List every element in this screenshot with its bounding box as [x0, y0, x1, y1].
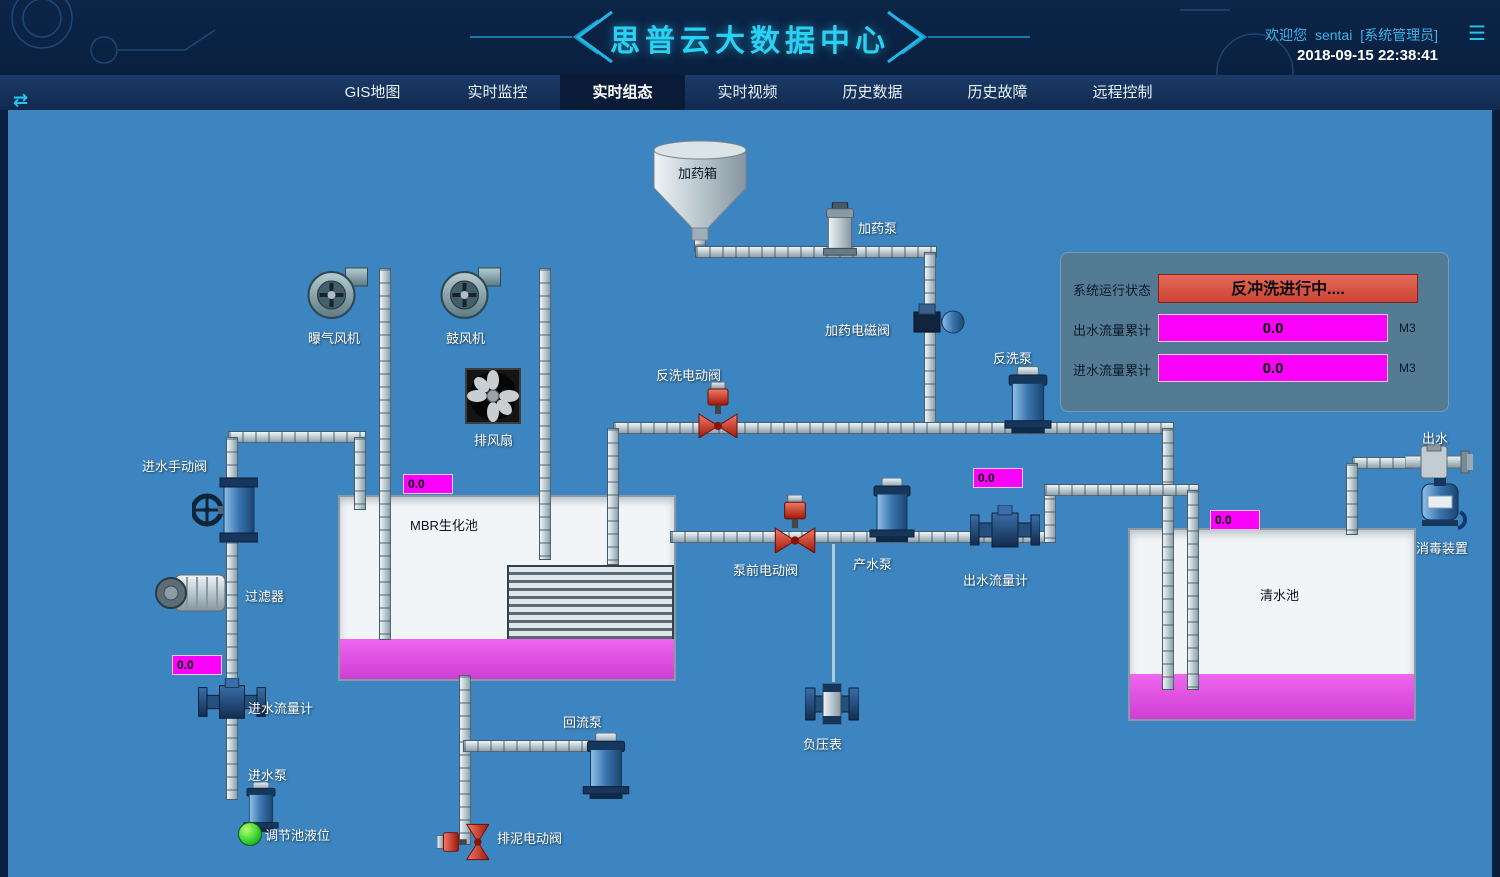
sludge-valve-icon — [437, 817, 489, 867]
disinfection-device-label: 消毒装置 — [1416, 541, 1469, 556]
aeration-blower-label: 曝气风机 — [308, 331, 361, 346]
inlet-manual-valve-icon — [192, 462, 258, 558]
pipe — [695, 246, 937, 258]
mbr-tank-label: MBR生化池 — [410, 518, 478, 533]
clean-tank-level-value: 0.0 — [1210, 510, 1260, 530]
mbr-level-value: 0.0 — [403, 474, 453, 494]
username: sentai — [1314, 27, 1353, 43]
dosing-tank-label: 加药箱 — [678, 166, 718, 181]
nav-tabs: GIS地图 实时监控 实时组态 实时视频 历史数据 历史故障 远程控制 — [310, 75, 1185, 110]
pipe — [1044, 484, 1199, 496]
tab-realtime-scada[interactable]: 实时组态 — [560, 75, 685, 110]
pipe — [354, 437, 366, 510]
vacuum-gauge-label: 负压表 — [803, 737, 843, 752]
sludge-valve-label: 排泥电动阀 — [497, 831, 563, 846]
system-status-display: 反冲洗进行中.... — [1158, 274, 1418, 303]
backwash-pump-icon — [1003, 365, 1053, 435]
page-title: 思普云大数据中心 — [610, 25, 890, 58]
tab-history-fault[interactable]: 历史故障 — [967, 84, 1028, 101]
pipe — [1162, 428, 1174, 690]
outflow-unit: M3 — [1399, 321, 1416, 335]
tab-realtime-monitor[interactable]: 实时监控 — [467, 84, 528, 101]
mbr-tank-liquid — [340, 639, 674, 679]
dosing-tank-icon — [652, 138, 748, 242]
clean-water-tank: 清水池 — [1128, 528, 1416, 721]
status-panel: 系统运行状态 反冲洗进行中.... 出水流量累计 0.0 M3 进水流量累计 0… — [1060, 252, 1449, 412]
pipe — [1187, 490, 1199, 690]
dosing-solenoid-valve-icon — [910, 302, 966, 338]
return-pump-label: 回流泵 — [563, 715, 603, 730]
membrane-module — [507, 565, 674, 643]
blower-label: 鼓风机 — [446, 331, 486, 346]
pipe — [226, 437, 238, 800]
product-pump-icon — [868, 478, 916, 542]
user-role: [系统管理员] — [1360, 27, 1438, 43]
dosing-pump-label: 加药泵 — [858, 221, 898, 236]
aeration-blower-icon — [305, 262, 370, 320]
outflow-total-value: 0.0 — [1158, 314, 1388, 342]
backwash-pump-label: 反洗泵 — [993, 351, 1033, 366]
outlet-flow-meter-label: 出水流量计 — [963, 573, 1029, 588]
pipe — [379, 268, 391, 640]
prepump-valve-icon — [770, 495, 820, 553]
collapse-arrows-icon[interactable]: ⇄ — [13, 90, 29, 110]
tab-remote-control[interactable]: 远程控制 — [1092, 84, 1153, 101]
backwash-valve-icon — [696, 382, 740, 438]
scada-canvas: MBR生化池 清水池 0.0 0.0 0.0 0.0 — [8, 110, 1492, 877]
pipe — [228, 431, 366, 443]
pipe — [539, 268, 551, 560]
inflow-total-label: 进水流量累计 — [1073, 363, 1152, 378]
pipe — [1346, 463, 1358, 535]
tab-realtime-video[interactable]: 实时视频 — [717, 84, 778, 101]
inlet-flow-meter-label: 进水流量计 — [248, 701, 314, 716]
disinfection-device-icon — [1416, 478, 1468, 534]
tab-gis-map[interactable]: GIS地图 — [344, 84, 401, 101]
inlet-pump-label: 进水泵 — [248, 768, 288, 783]
dosing-pump-icon — [820, 202, 860, 260]
inflow-unit: M3 — [1399, 361, 1416, 375]
inlet-manual-valve-label: 进水手动阀 — [142, 459, 208, 474]
prepump-valve-label: 泵前电动阀 — [733, 563, 799, 578]
clean-water-tank-label: 清水池 — [1260, 588, 1300, 603]
welcome-prefix: 欢迎您 — [1265, 27, 1308, 43]
outlet-meter-value: 0.0 — [973, 468, 1023, 488]
inlet-meter-value: 0.0 — [172, 655, 222, 675]
tab-history-data[interactable]: 历史数据 — [842, 84, 903, 101]
pipe — [1352, 457, 1413, 469]
exhaust-fan-label: 排风扇 — [474, 433, 514, 448]
regulating-tank-level-led — [238, 822, 262, 846]
vacuum-gauge-icon — [805, 680, 859, 728]
welcome-text: 欢迎您 sentai [系统管理员] — [1265, 25, 1438, 45]
outlet-label: 出水 — [1422, 431, 1449, 446]
menu-icon[interactable]: ☰ — [1468, 23, 1486, 45]
clean-water-tank-liquid — [1130, 674, 1414, 719]
filter-icon — [155, 568, 229, 618]
product-pump-label: 产水泵 — [853, 557, 893, 572]
system-status-label: 系统运行状态 — [1073, 283, 1152, 298]
exhaust-fan-icon — [465, 368, 521, 424]
vacuum-sense-line — [831, 543, 836, 683]
inflow-total-value: 0.0 — [1158, 354, 1388, 382]
dosing-solenoid-valve-label: 加药电磁阀 — [825, 323, 891, 338]
pipe — [463, 740, 593, 752]
pipe — [607, 428, 619, 565]
nav-bar: GIS地图 实时监控 实时组态 实时视频 历史数据 历史故障 远程控制 — [0, 75, 1500, 110]
regulating-tank-level-label: 调节池液位 — [265, 828, 331, 843]
outlet-valve-icon — [1405, 443, 1473, 481]
datetime-display: 2018-09-15 22:38:41 — [1297, 47, 1438, 64]
outflow-total-label: 出水流量累计 — [1073, 323, 1152, 338]
backwash-valve-label: 反洗电动阀 — [656, 368, 722, 383]
app-header: 思普云大数据中心 欢迎您 sentai [系统管理员] 2018-09-15 2… — [0, 0, 1500, 75]
filter-label: 过滤器 — [245, 589, 285, 604]
blower-icon — [438, 262, 503, 320]
mbr-tank: MBR生化池 — [338, 495, 676, 681]
outlet-flow-meter-icon — [970, 505, 1040, 555]
pipe — [924, 252, 936, 430]
return-pump-icon — [575, 733, 637, 799]
